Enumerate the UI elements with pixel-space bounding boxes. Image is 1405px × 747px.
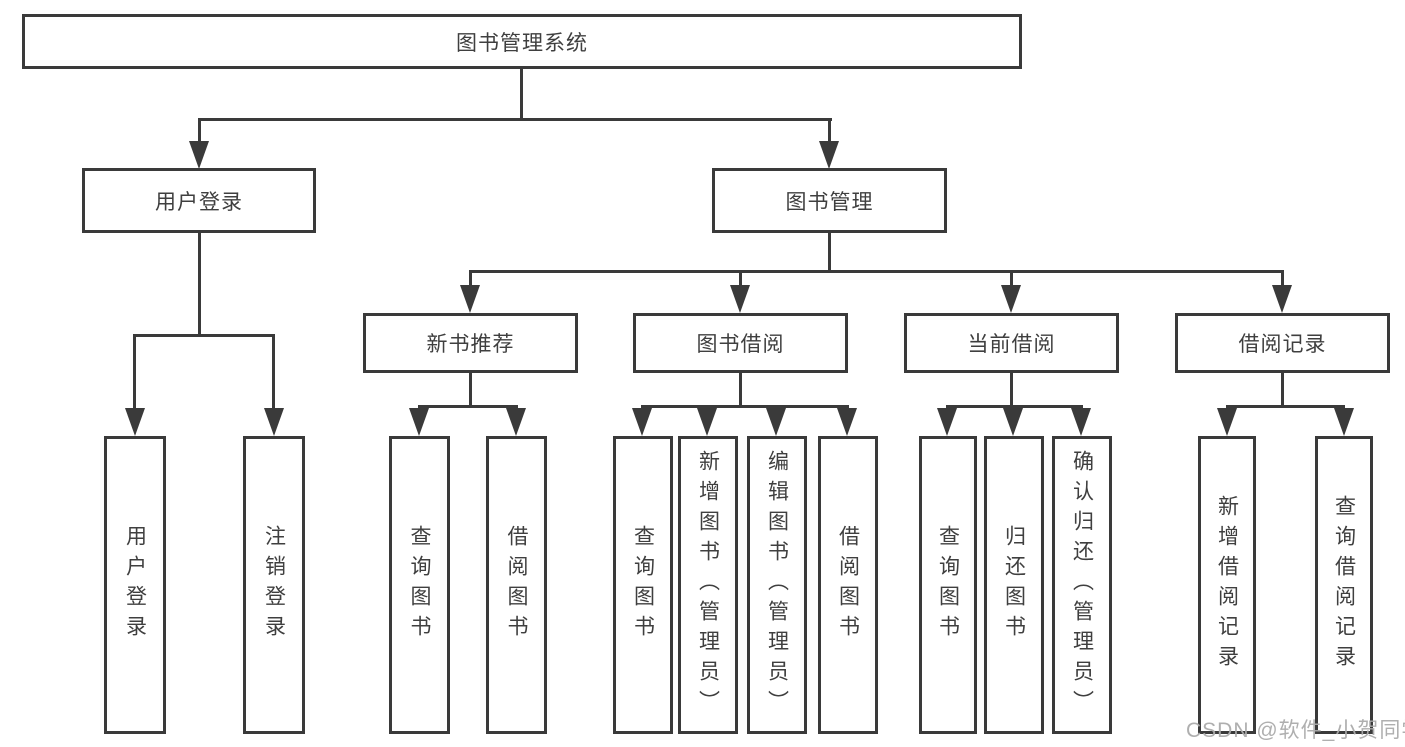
arrowhead-down-icon xyxy=(730,285,750,313)
connector-line xyxy=(272,334,275,410)
arrowhead-down-icon xyxy=(632,408,652,436)
connector-line xyxy=(418,405,518,408)
node-label: 借阅图书 xyxy=(505,525,528,645)
arrowhead-down-icon xyxy=(766,408,786,436)
arrowhead-down-icon xyxy=(1003,408,1023,436)
leaf-confirm-return-admin: 确认归还（管理员） xyxy=(1052,436,1112,734)
connector-line xyxy=(1010,373,1013,408)
connector-line xyxy=(133,334,274,337)
arrowhead-down-icon xyxy=(1217,408,1237,436)
node-label: 新增借阅记录 xyxy=(1215,495,1239,675)
connector-line xyxy=(198,233,201,337)
connector-line xyxy=(1281,373,1284,408)
node-user-login-branch: 用户登录 xyxy=(82,168,316,233)
node-label: 用户登录 xyxy=(123,525,147,645)
node-label: 归还图书 xyxy=(1002,525,1026,645)
node-label: 借阅记录 xyxy=(1238,333,1327,356)
arrowhead-down-icon xyxy=(125,408,145,436)
connector-line xyxy=(828,233,831,272)
connector-line xyxy=(739,270,742,288)
connector-line xyxy=(1281,270,1284,288)
node-label: 借阅图书 xyxy=(836,525,860,645)
node-label: 图书借阅 xyxy=(696,333,785,356)
node-label: 注销登录 xyxy=(262,525,286,645)
node-label: 编辑图书（管理员） xyxy=(765,450,789,720)
connector-line xyxy=(469,373,472,408)
node-label: 查询借阅记录 xyxy=(1332,495,1356,675)
connector-line xyxy=(198,118,201,145)
arrowhead-down-icon xyxy=(409,408,429,436)
connector-line xyxy=(1010,270,1013,288)
arrowhead-down-icon xyxy=(1272,285,1292,313)
connector-line xyxy=(1226,405,1345,408)
node-label: 查询图书 xyxy=(936,525,960,645)
leaf-edit-books-admin: 编辑图书（管理员） xyxy=(747,436,807,734)
arrowhead-down-icon xyxy=(937,408,957,436)
leaf-add-borrow-record: 新增借阅记录 xyxy=(1198,436,1256,734)
connector-line xyxy=(469,270,1284,273)
arrowhead-down-icon xyxy=(460,285,480,313)
arrowhead-down-icon xyxy=(1071,408,1091,436)
leaf-logout: 注销登录 xyxy=(243,436,305,734)
node-label: 新增图书（管理员） xyxy=(696,450,720,720)
node-label: 图书管理 xyxy=(785,190,874,214)
node-label: 图书管理系统 xyxy=(456,31,588,55)
arrowhead-down-icon xyxy=(819,141,839,169)
connector-line xyxy=(739,373,742,408)
arrowhead-down-icon xyxy=(264,408,284,436)
arrowhead-down-icon xyxy=(506,408,526,436)
leaf-borrow-books: 借阅图书 xyxy=(818,436,878,734)
arrowhead-down-icon xyxy=(1001,285,1021,313)
node-label: 新书推荐 xyxy=(426,333,515,356)
leaf-query-books-recommend: 查询图书 xyxy=(389,436,450,734)
leaf-user-login: 用户登录 xyxy=(104,436,166,734)
leaf-return-books: 归还图书 xyxy=(984,436,1044,734)
node-label: 当前借阅 xyxy=(967,333,1056,356)
arrowhead-down-icon xyxy=(189,141,209,169)
arrowhead-down-icon xyxy=(697,408,717,436)
csdn-watermark: CSDN @软件_小贺同学 xyxy=(1186,719,1405,742)
node-borrowing-records: 借阅记录 xyxy=(1175,313,1390,373)
node-label: 查询图书 xyxy=(631,525,655,645)
node-label: 查询图书 xyxy=(408,525,431,645)
arrowhead-down-icon xyxy=(1334,408,1354,436)
connector-line xyxy=(641,405,849,408)
connector-line xyxy=(469,270,472,288)
leaf-add-books-admin: 新增图书（管理员） xyxy=(678,436,738,734)
connector-line xyxy=(133,334,136,410)
node-label: 确认归还（管理员） xyxy=(1070,450,1094,720)
node-current-borrowing: 当前借阅 xyxy=(904,313,1119,373)
connector-line xyxy=(946,405,1083,408)
leaf-query-books-current: 查询图书 xyxy=(919,436,977,734)
node-root-library-system: 图书管理系统 xyxy=(22,14,1022,69)
leaf-borrow-books-recommend: 借阅图书 xyxy=(486,436,547,734)
node-book-borrowing: 图书借阅 xyxy=(633,313,848,373)
connector-line xyxy=(828,118,831,145)
arrowhead-down-icon xyxy=(837,408,857,436)
node-new-book-recommendation: 新书推荐 xyxy=(363,313,578,373)
node-book-management-branch: 图书管理 xyxy=(712,168,947,233)
leaf-query-borrow-record: 查询借阅记录 xyxy=(1315,436,1373,734)
leaf-query-books-borrowing: 查询图书 xyxy=(613,436,673,734)
connector-line xyxy=(198,118,832,121)
connector-line xyxy=(520,69,523,120)
node-label: 用户登录 xyxy=(155,190,243,214)
